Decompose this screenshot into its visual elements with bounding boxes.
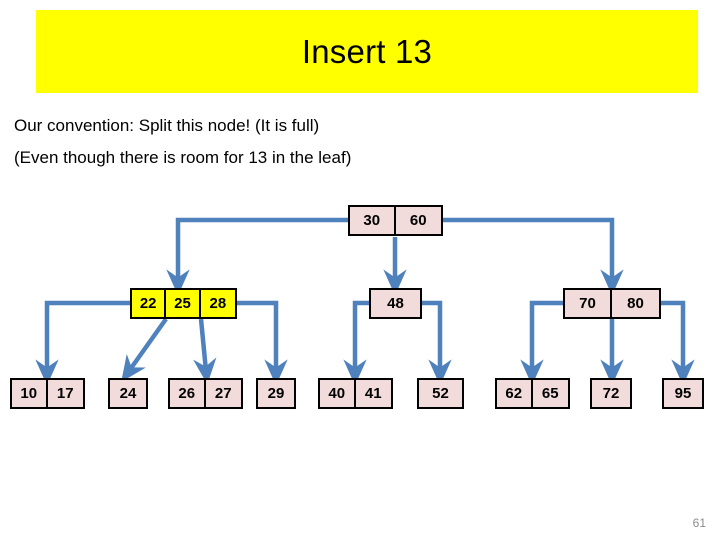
tree-node-cell: 40 (320, 380, 356, 407)
edge-80-to-95 (661, 300, 695, 386)
tree-node-cell: 29 (258, 380, 294, 407)
tree-node-cell: 65 (532, 380, 568, 407)
edge-22-to-29 (237, 300, 288, 386)
edge-root-to-22-25-28 (166, 217, 348, 296)
tree-node-leaf-24: 24 (108, 378, 148, 409)
tree-node-cell: 27 (205, 380, 241, 407)
tree-node-cell: 48 (371, 290, 420, 317)
tree-node-cell: 30 (350, 207, 396, 234)
title-banner: Insert 13 (36, 10, 698, 93)
edge-22-to-10-17 (35, 300, 130, 386)
body-line-2: (Even though there is room for 13 in the… (14, 148, 352, 167)
tree-node-node-48: 48 (369, 288, 422, 319)
edge-22-to-26-27 (193, 318, 217, 385)
edge-root-to-70-80 (443, 217, 624, 296)
page-title: Insert 13 (301, 33, 433, 70)
tree-node-cell: 70 (565, 290, 613, 317)
page-number: 61 (692, 516, 706, 530)
edge-48-to-52 (422, 300, 452, 386)
tree-node-leaf-72: 72 (590, 378, 632, 409)
tree-node-leaf-52: 52 (417, 378, 464, 409)
tree-node-cell: 22 (132, 290, 167, 317)
tree-node-cell: 26 (170, 380, 206, 407)
edge-48-to-40-41 (343, 300, 369, 386)
tree-node-cell: 24 (110, 380, 146, 407)
tree-node-cell: 41 (355, 380, 391, 407)
tree-node-cell: 95 (664, 380, 702, 407)
tree-node-cell: 25 (166, 290, 201, 317)
tree-node-cell: 80 (612, 290, 659, 317)
tree-node-cell: 62 (497, 380, 533, 407)
tree-node-cell: 17 (47, 380, 83, 407)
tree-node-cell: 60 (395, 207, 441, 234)
tree-node-cell: 52 (419, 380, 462, 407)
tree-node-leaf-29: 29 (256, 378, 296, 409)
tree-node-leaf-95: 95 (662, 378, 704, 409)
edge-22-to-24 (121, 317, 168, 382)
edge-70-to-62-65 (520, 300, 563, 386)
tree-node-cell: 10 (12, 380, 48, 407)
body-line-1: Our convention: Split this node! (It is … (14, 116, 320, 135)
tree-node-cell: 72 (592, 380, 630, 407)
tree-node-cell: 28 (200, 290, 235, 317)
